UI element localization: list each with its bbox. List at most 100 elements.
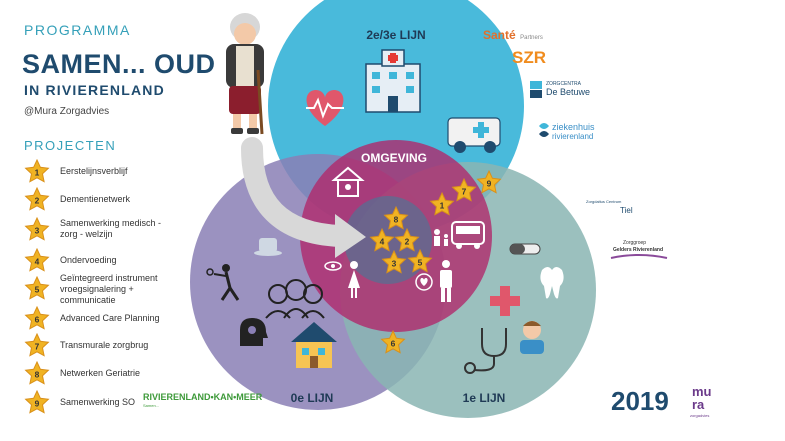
star-icon <box>24 333 50 357</box>
project-label: Eerstelijnsverblijf <box>60 166 128 176</box>
woman-icon <box>348 261 360 298</box>
star-number: 6 <box>391 338 396 348</box>
project-star: 2 <box>24 187 50 211</box>
star-icon <box>429 191 455 216</box>
star-icon <box>369 227 395 252</box>
project-item: 3 Samenwerking medisch - zorg - welzijn <box>24 217 184 243</box>
diagram-star: 3 <box>381 249 407 274</box>
project-label: Netwerken Geriatrie <box>60 368 141 378</box>
project-item: 6 Advanced Care Planning <box>24 306 184 332</box>
star-icon <box>24 276 50 300</box>
stethoscope-icon <box>464 328 507 374</box>
diagram-star: 2 <box>394 227 420 252</box>
logo-mura: mu ra zorgadvies <box>690 384 712 418</box>
projects-heading: PROJECTEN <box>24 138 117 153</box>
star-icon <box>476 169 502 194</box>
star-number: 2 <box>35 195 40 205</box>
logo-sante: Santé Partners <box>483 28 543 42</box>
diagram-star: 6 <box>380 329 406 354</box>
diagram-star: 9 <box>476 169 502 194</box>
grandma-icon <box>226 13 264 135</box>
diagram-star: 7 <box>451 177 477 202</box>
heart-pulse-icon <box>306 90 344 126</box>
eye-icon <box>324 261 342 271</box>
project-star: 8 <box>24 361 50 385</box>
house-icon <box>291 322 337 368</box>
project-label: Dementienetwerk <box>60 194 131 204</box>
project-star: 1 <box>24 159 50 183</box>
project-item: 2 Dementienetwerk <box>24 187 184 213</box>
star-icon <box>24 248 50 272</box>
group-people-icon <box>265 279 325 319</box>
hospital-icon <box>365 49 421 113</box>
circle-left-label: 0e LIJN <box>291 391 334 405</box>
star-icon <box>24 159 50 183</box>
diagram-stars: 8 4 2 3 5 1 7 9 6 <box>369 169 502 354</box>
project-label: Advanced Care Planning <box>60 313 160 323</box>
pill-icon <box>509 243 541 255</box>
ziekenhuis-mark-icon <box>539 123 549 137</box>
ambulance-icon <box>447 117 501 153</box>
star-number: 3 <box>35 225 40 235</box>
star-number: 1 <box>440 200 445 210</box>
arrow-head-icon <box>335 214 366 258</box>
star-icon <box>24 306 50 330</box>
tennis-player-icon <box>206 264 240 301</box>
star-number: 6 <box>35 314 40 324</box>
gelders-wave-icon <box>610 254 668 259</box>
star-number: 9 <box>35 398 40 408</box>
diagram-star: 1 <box>429 191 455 216</box>
project-star: 6 <box>24 306 50 330</box>
diagram-star: 5 <box>407 248 433 273</box>
star-number: 8 <box>35 369 40 379</box>
project-item: 7 Transmurale zorgbrug <box>24 333 184 359</box>
project-label: Samenwerking medisch - zorg - welzijn <box>60 218 162 239</box>
star-number: 9 <box>487 178 492 188</box>
project-label: Ondervoeding <box>60 255 117 265</box>
project-star: 4 <box>24 248 50 272</box>
circle-center-label: OMGEVING <box>361 151 427 165</box>
project-star: 5 <box>24 276 50 300</box>
diagram-star: 4 <box>369 227 395 252</box>
man-icon <box>440 260 452 302</box>
star-number: 1 <box>35 167 40 177</box>
project-star: 9 <box>24 390 50 414</box>
star-number: 5 <box>35 284 40 294</box>
project-item: 8 Netwerken Geriatrie <box>24 361 184 387</box>
logo-gelders-rivierenland: Zorggroep Gelders Rivierenland <box>609 238 669 260</box>
project-star: 3 <box>24 217 50 241</box>
star-icon <box>451 177 477 202</box>
plus-cross-icon <box>490 286 520 316</box>
arrow-icon <box>241 137 351 247</box>
star-icon <box>394 227 420 252</box>
logo-rivierenland-sub: Samen... <box>143 403 160 408</box>
page-subtitle: IN RIVIERENLAND <box>24 82 165 98</box>
star-icon <box>24 217 50 241</box>
cup-icon <box>254 238 282 256</box>
head-gears-icon <box>240 318 268 346</box>
diagram-star: 8 <box>383 205 409 230</box>
star-icon <box>407 248 433 273</box>
star-number: 3 <box>392 258 397 268</box>
page-title: SAMEN... OUD <box>22 49 216 79</box>
home-heart-icon <box>331 166 365 197</box>
star-number: 7 <box>462 186 467 196</box>
star-number: 7 <box>35 341 40 351</box>
project-item: 1 Eerstelijnsverblijf <box>24 159 184 185</box>
author-credit: @Mura Zorgadvies <box>24 106 110 117</box>
star-number: 4 <box>35 256 40 266</box>
logo-szr: SZR <box>512 48 546 67</box>
star-icon <box>381 249 407 274</box>
project-label: Geïntegreerd instrument vroegsignalering… <box>60 273 158 305</box>
star-number: 8 <box>394 214 399 224</box>
star-icon <box>383 205 409 230</box>
star-number: 4 <box>380 236 385 246</box>
project-label: Transmurale zorgbrug <box>60 340 149 350</box>
tooth-icon <box>540 267 564 299</box>
doctor-icon <box>520 321 544 354</box>
star-number: 2 <box>405 236 410 246</box>
star-number: 5 <box>418 257 423 267</box>
heart-circle-icon <box>415 273 433 291</box>
circle-right-label: 1e LIJN <box>463 391 506 405</box>
